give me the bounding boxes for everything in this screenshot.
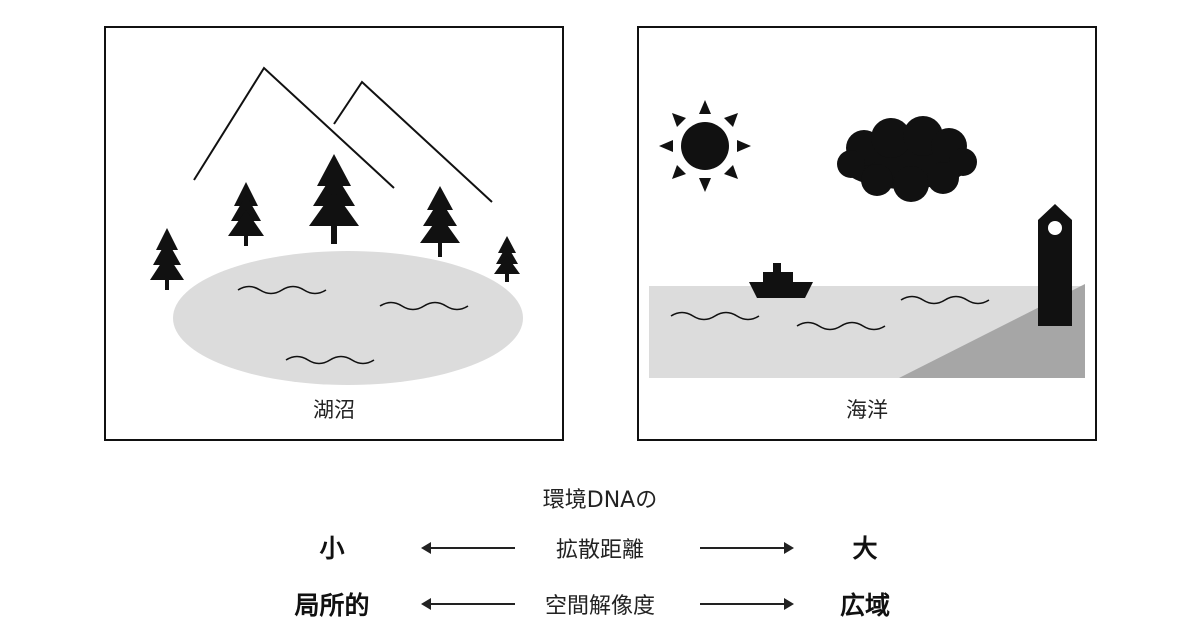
tree-icon [420,186,460,257]
diffusion-large-label: 大 [852,534,878,563]
diffusion-distance-label: 拡散距離 [555,538,644,563]
wave-icon [237,285,327,295]
resolution-local-label: 局所的 [294,591,370,620]
wave-icon [379,301,469,311]
lake-illustration [150,66,523,385]
wave-icon [285,355,375,365]
wave-icon [670,311,760,321]
wave-icon [796,321,886,331]
ocean-label: 海洋 [846,398,888,422]
tree-icon [309,154,359,244]
sun-icon [659,100,751,192]
scale-header: 環境DNAの [542,488,658,513]
tree-icon [150,228,184,290]
lake-panel: 湖沼 [104,26,564,441]
lighthouse-icon [1038,204,1072,326]
mountain-icon [193,66,395,189]
diffusion-left-arrow [421,542,515,554]
tree-icon [494,236,520,282]
ocean-panel: 海洋 [637,26,1097,441]
lake-icon [173,251,523,385]
wave-icon [900,295,990,305]
resolution-left-arrow [421,598,515,610]
ocean-illustration [649,100,1085,378]
resolution-right-arrow [700,598,794,610]
tree-icon [228,182,264,246]
ship-icon [749,263,813,298]
cloud-icon [837,116,977,202]
diffusion-right-arrow [700,542,794,554]
resolution-wide-label: 広域 [839,591,890,620]
lake-label: 湖沼 [313,398,355,422]
diffusion-small-label: 小 [319,534,345,563]
mountain-icon [333,80,493,203]
spatial-resolution-label: 空間解像度 [544,594,655,619]
